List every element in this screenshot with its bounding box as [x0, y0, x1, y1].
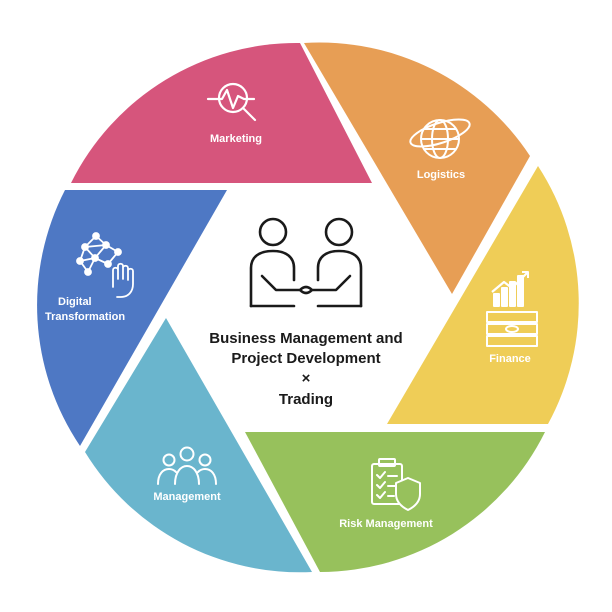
handshake-people-icon	[249, 217, 363, 308]
team-icon	[157, 446, 217, 485]
segment-finance	[387, 166, 579, 424]
segment-label-logistics: Logistics	[417, 169, 465, 181]
clipboard-shield-icon	[371, 458, 421, 511]
magnifier-pulse-icon	[206, 82, 257, 122]
globe-orbit-icon	[409, 118, 471, 159]
segment-marketing	[71, 42, 372, 183]
center-title-line-4: Trading	[279, 391, 333, 408]
segment-logistics	[304, 42, 530, 294]
money-chart-icon	[486, 271, 538, 347]
center-times-symbol: ×	[302, 370, 311, 387]
segment-management	[85, 318, 312, 573]
segment-label-marketing: Marketing	[210, 133, 262, 145]
segment-label-digital-2: Transformation	[45, 311, 125, 323]
segment-digital	[37, 190, 227, 446]
network-hand-icon	[76, 232, 134, 298]
segment-label-finance: Finance	[489, 353, 531, 365]
segment-label-digital-1: Digital	[58, 296, 92, 308]
center-title-line-1: Business Management and	[209, 330, 402, 347]
center-title-line-2: Project Development	[231, 350, 380, 367]
segment-risk	[245, 432, 545, 572]
segment-label-management: Management	[153, 491, 221, 503]
segment-label-risk: Risk Management	[339, 518, 433, 530]
